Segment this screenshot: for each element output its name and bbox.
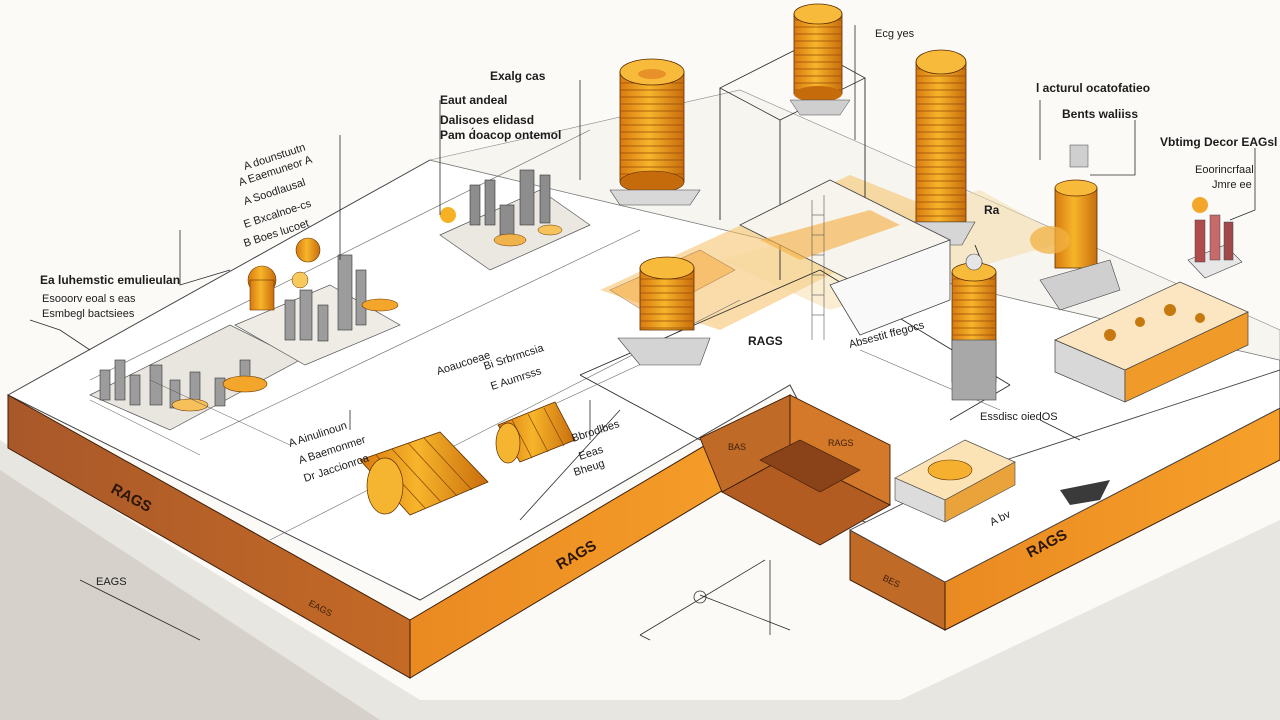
- right-installation: [1187, 197, 1243, 279]
- label-right-mid: Vbtimg Decor EAGsl: [1160, 135, 1277, 149]
- horizontal-cylinders: [359, 401, 576, 516]
- label-shore-1: Essdisc oiedOS: [980, 411, 1058, 423]
- tank-middle: [609, 249, 736, 366]
- label-top-right-short: Ecg yes: [875, 28, 915, 40]
- label-right-top: l acturul ocatofatieo: [1036, 81, 1150, 95]
- notch-box: BAS RAGS: [699, 394, 891, 546]
- ground-shadow: [0, 440, 1280, 720]
- label-bottom-left: EAGS: [96, 576, 127, 588]
- center-small-wall-label: RAGS: [828, 438, 854, 448]
- label-tank-mark: Ra: [984, 203, 1000, 217]
- label-right-sub: Bents waliiss: [1062, 107, 1138, 121]
- right-glass-box: [1054, 281, 1249, 403]
- right-pipe-tower: [1030, 144, 1121, 311]
- label-far-left-1: Ea luhemstic emulieulan: [40, 273, 180, 287]
- left-wall: RAGS EAGS: [7, 394, 411, 679]
- label-right-mid2: Eoorincrfaal: [1195, 164, 1254, 176]
- label-left-header-1: Eaut andeal: [440, 93, 507, 107]
- center-wall: RAGS: [409, 394, 791, 679]
- left-refinery-cluster: [89, 237, 401, 456]
- label-far-left-3: Esmbegl bactsiees: [42, 308, 135, 320]
- tank-top-center: [719, 3, 866, 280]
- upper-left-equipment: [439, 169, 591, 271]
- small-glass-box: [894, 439, 1016, 523]
- label-left-header-3: Pam d́oacop ontemol: [440, 127, 561, 142]
- tower-right-middle: [951, 253, 997, 401]
- label-far-left-2: Esooorv eoal s eas: [42, 293, 136, 305]
- label-rags-center: RAGS: [748, 334, 783, 348]
- right-wall: RAGS BES: [849, 407, 1280, 631]
- label-right-mid3: Jmre ee: [1212, 179, 1252, 191]
- tank-upper-left: [609, 58, 701, 206]
- label-top-center: Exalg cas: [490, 69, 546, 83]
- center-right-wall-label: BAS: [728, 442, 746, 452]
- center-frame-box: [739, 179, 951, 340]
- leader-lines: [29, 25, 1256, 641]
- label-left-header-2: Dalisoes elidasd: [440, 113, 534, 127]
